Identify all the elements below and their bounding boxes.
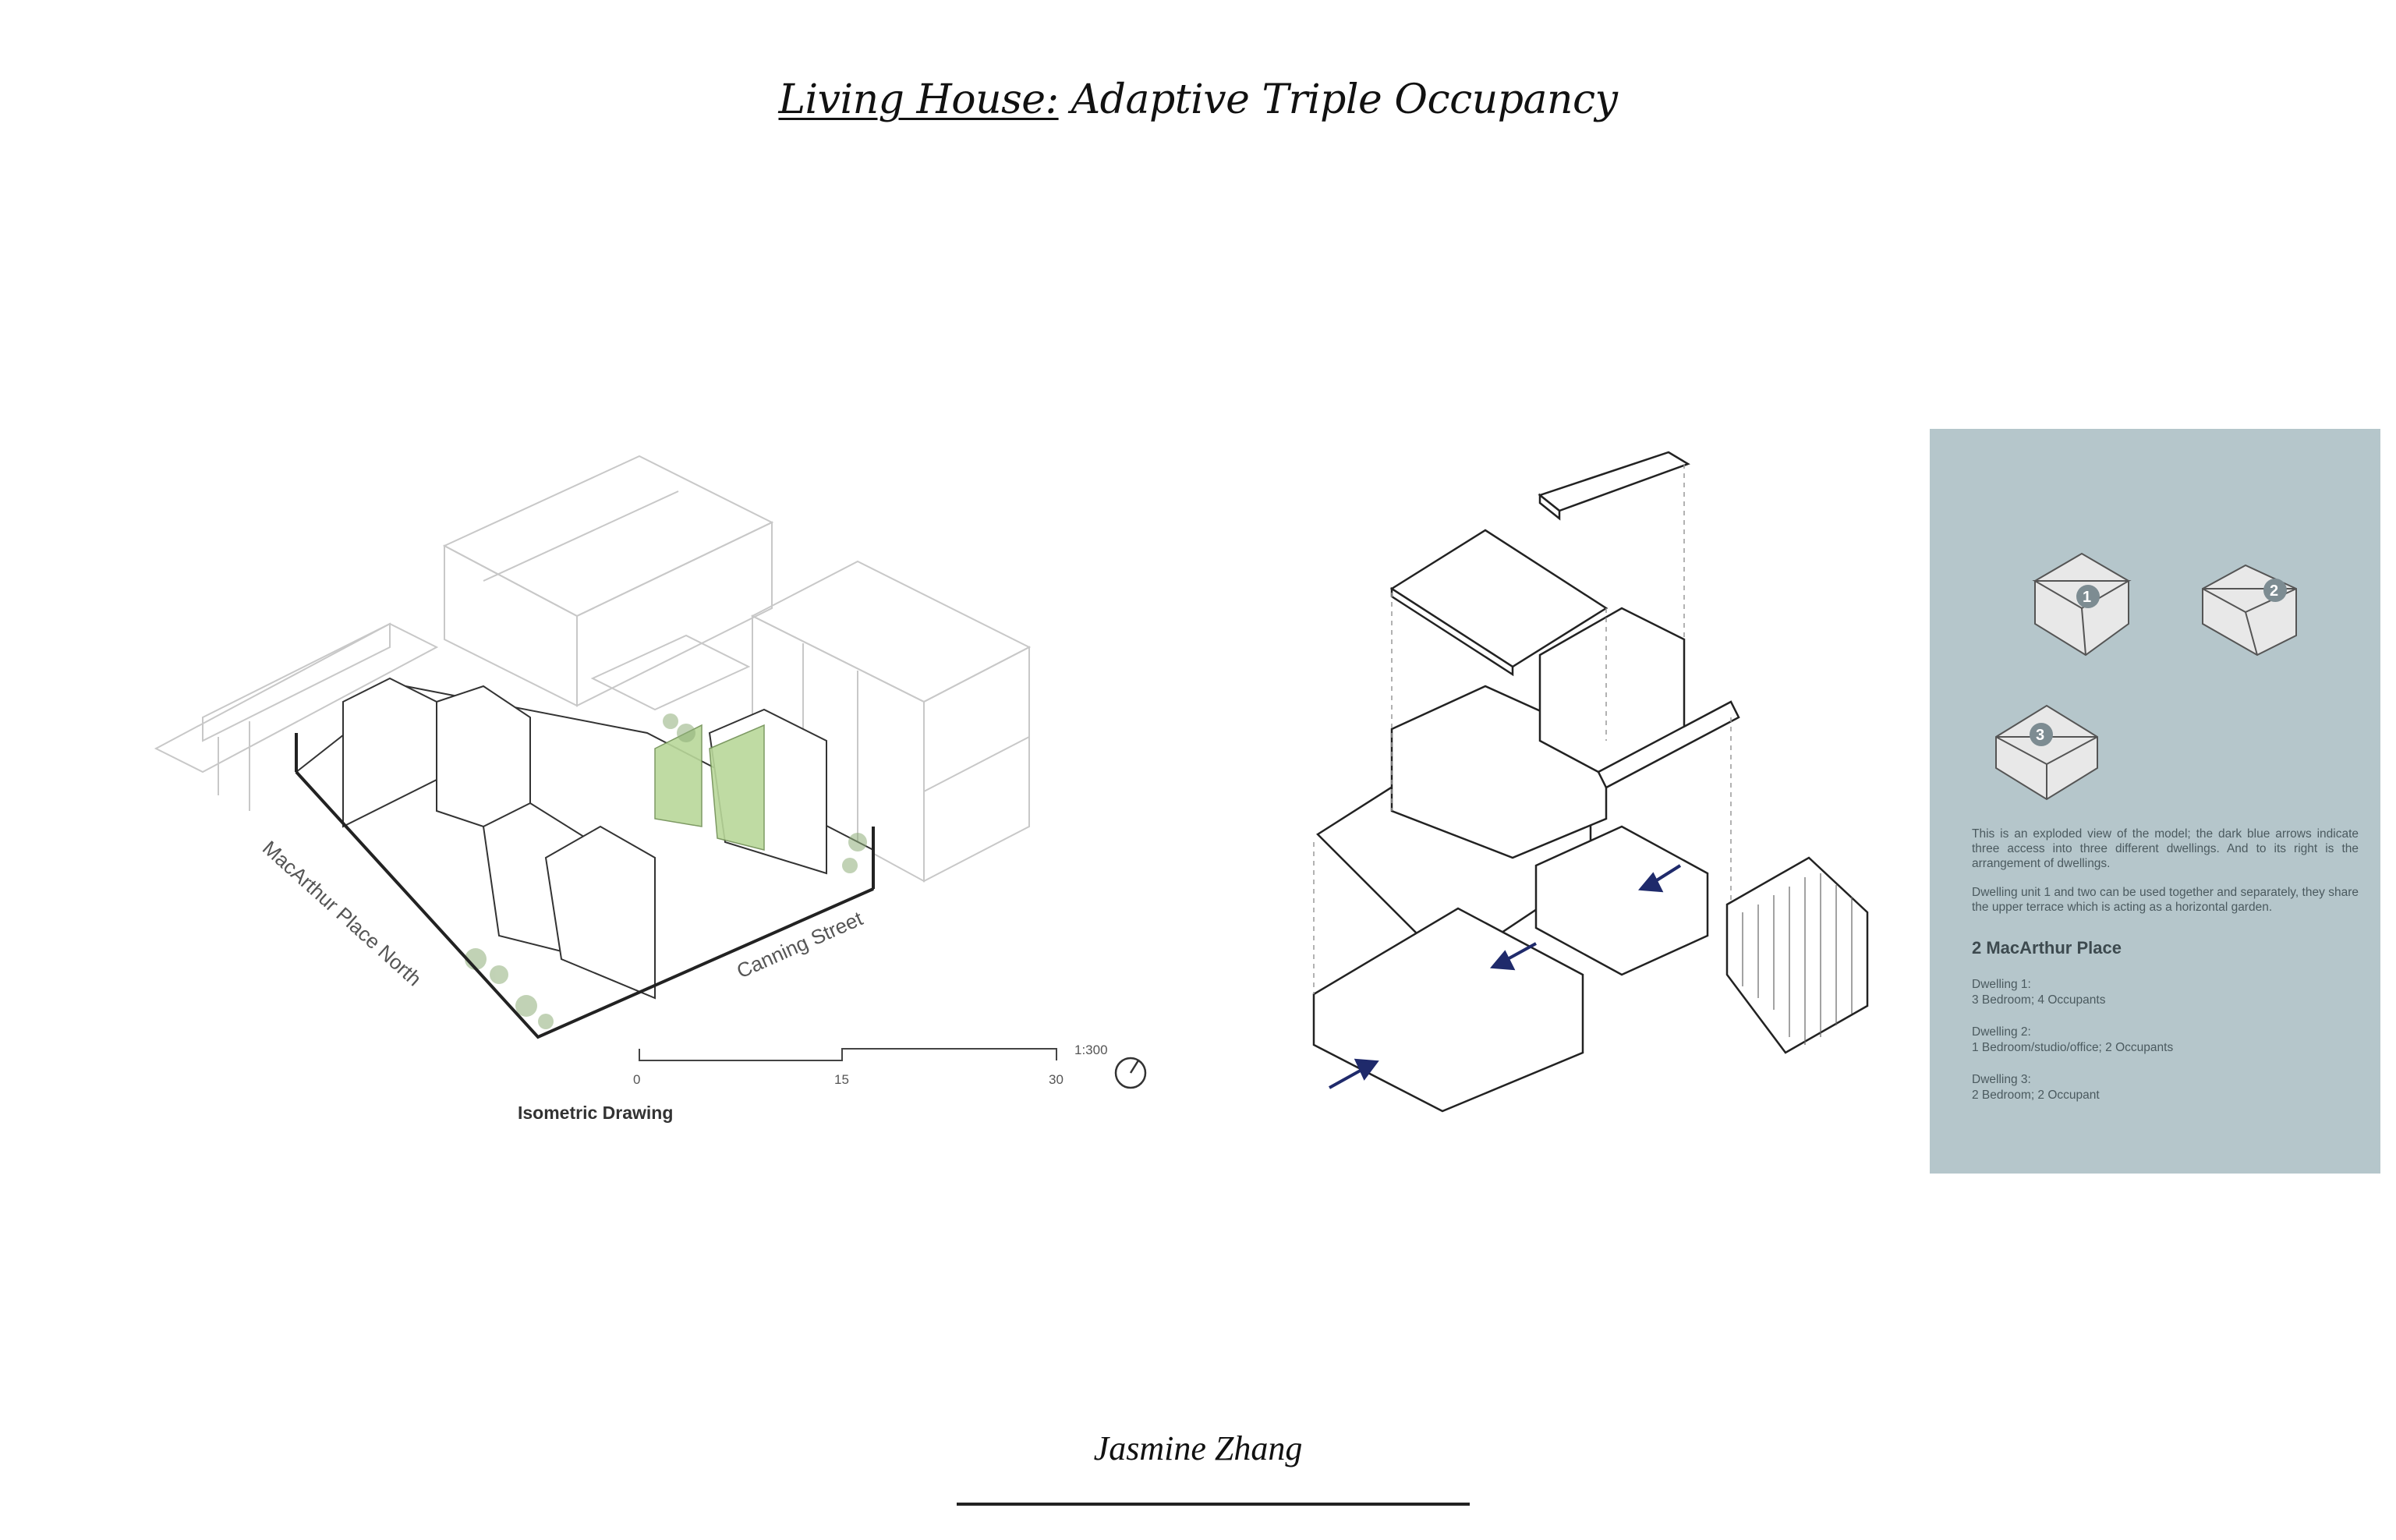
badge-1: 1: [2083, 589, 2091, 606]
dwelling-badges: [2030, 579, 2287, 746]
title-rest: Adaptive Triple Occupancy: [1058, 76, 1618, 123]
access-arrows: [1329, 864, 1682, 1089]
author-name: Jasmine Zhang: [1093, 1429, 1303, 1467]
author-underline: [957, 1503, 1470, 1506]
dwelling-2-info: Dwelling 2: 1 Bedroom/studio/office; 2 O…: [1972, 1025, 2359, 1056]
panel-intro: This is an exploded view of the model; t…: [1972, 827, 2359, 870]
exploded-view: [1312, 451, 1869, 1113]
north-arrow-icon: [1114, 1057, 1147, 1089]
scale-tick-30: 30: [1049, 1072, 1064, 1087]
page-title: Living House: Adaptive Triple Occupancy: [0, 76, 2396, 123]
isometric-caption: Isometric Drawing: [518, 1103, 674, 1123]
dwelling-3-info: Dwelling 3: 2 Bedroom; 2 Occupant: [1972, 1072, 2359, 1103]
scale-ratio: 1:300: [1074, 1043, 1108, 1057]
dwelling-2-model: [2202, 564, 2297, 657]
scale-tick-15: 15: [834, 1072, 849, 1087]
badge-3: 3: [2036, 727, 2044, 744]
title-underlined: Living House:: [778, 76, 1059, 123]
dwelling-2-name: Dwelling 2:: [1972, 1025, 2031, 1039]
panel-heading: 2 MacArthur Place: [1972, 938, 2122, 958]
dwelling-3-model: [1995, 704, 2098, 801]
scale-tick-0: 0: [633, 1072, 640, 1087]
scale-bar: [639, 1048, 1057, 1061]
info-panel: 1 2 3 This is an exploded view of the mo…: [1930, 429, 2380, 1174]
dwelling-3-detail: 2 Bedroom; 2 Occupant: [1972, 1089, 2100, 1102]
dwelling-1-info: Dwelling 1: 3 Bedroom; 4 Occupants: [1972, 977, 2359, 1008]
panel-text: This is an exploded view of the model; t…: [1972, 827, 2359, 1120]
dwelling-2-detail: 1 Bedroom/studio/office; 2 Occupants: [1972, 1041, 2174, 1054]
dwelling-3-name: Dwelling 3:: [1972, 1073, 2031, 1086]
panel-note: Dwelling unit 1 and two can be used toge…: [1972, 886, 2359, 914]
badge-2: 2: [2270, 582, 2278, 600]
dwelling-1-name: Dwelling 1:: [1972, 978, 2031, 991]
dwelling-1-detail: 3 Bedroom; 4 Occupants: [1972, 993, 2106, 1007]
